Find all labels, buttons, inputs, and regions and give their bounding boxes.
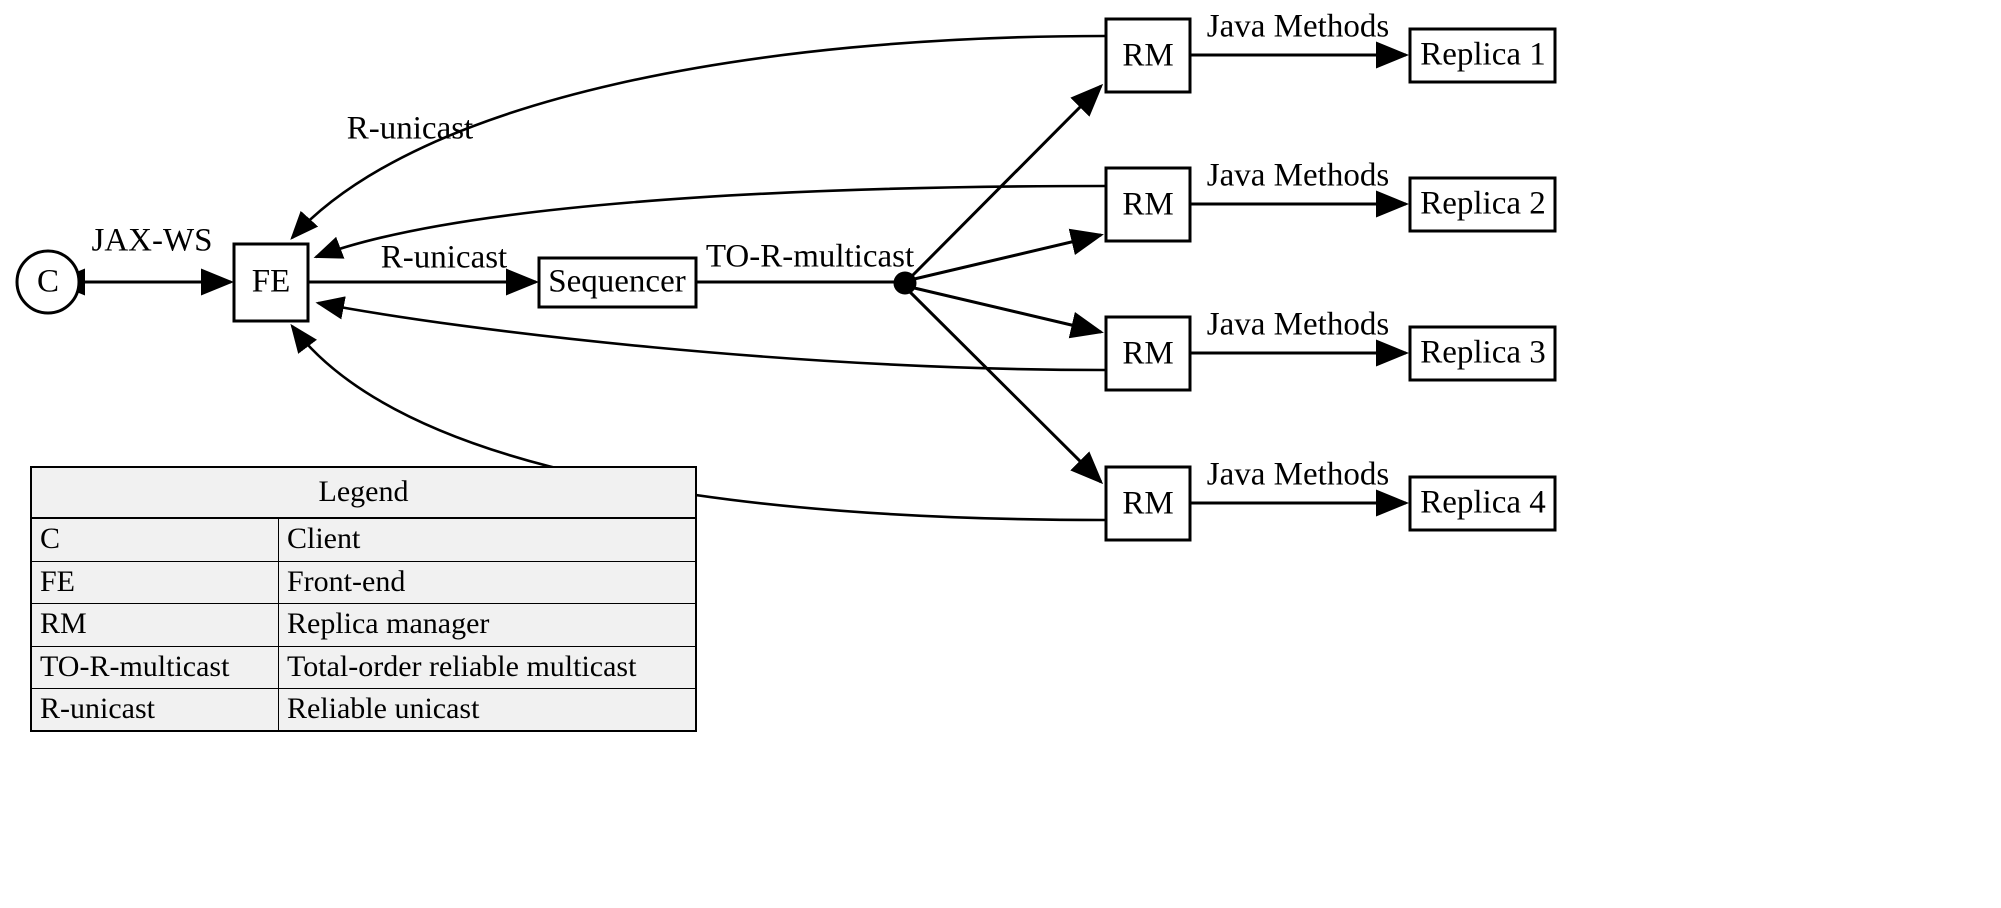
frontend-node-label: FE xyxy=(252,264,291,300)
client-node-label: C xyxy=(37,264,59,300)
edge-label-runicast-top: R-unicast xyxy=(347,111,473,147)
replica3-node[interactable] xyxy=(1408,325,1557,382)
edge-rm1-frontend-return xyxy=(290,34,1106,240)
replica3-node-label: Replica 3 xyxy=(1420,335,1546,371)
multicast-hub-dot xyxy=(893,271,917,295)
rm4-node[interactable] xyxy=(1104,465,1192,542)
edge-label-java-methods-2: Java Methods xyxy=(1207,158,1389,194)
legend-desc: Client xyxy=(278,517,697,562)
legend-title: Legend xyxy=(30,466,697,520)
legend-abbr: C xyxy=(30,517,279,562)
edge-hub-rm3 xyxy=(909,285,1104,339)
replica1-node-label: Replica 1 xyxy=(1420,37,1546,73)
rm4-node-label: RM xyxy=(1122,486,1173,522)
legend-row: TO-R-multicast Total-order reliable mult… xyxy=(30,645,697,689)
legend-row: R-unicast Reliable unicast xyxy=(30,687,697,732)
replica2-node-label: Replica 2 xyxy=(1420,186,1546,222)
edge-hub-rm2 xyxy=(909,228,1104,282)
edge-rm3-frontend-return xyxy=(315,296,1106,372)
sequencer-node[interactable] xyxy=(537,256,698,309)
legend-abbr: RM xyxy=(30,603,279,647)
sequencer-node-label: Sequencer xyxy=(548,264,685,300)
replica4-node[interactable] xyxy=(1408,475,1557,532)
legend-row: RM Replica manager xyxy=(30,603,697,647)
legend-desc: Front-end xyxy=(278,560,697,605)
rm1-node-label: RM xyxy=(1122,38,1173,74)
replica1-node[interactable] xyxy=(1408,27,1557,84)
edge-hub-rm1 xyxy=(906,83,1104,282)
edge-label-java-methods-1: Java Methods xyxy=(1207,9,1389,45)
rm2-node-label: RM xyxy=(1122,187,1173,223)
rm1-node[interactable] xyxy=(1104,17,1192,94)
rm3-node[interactable] xyxy=(1104,315,1192,392)
legend-desc: Replica manager xyxy=(278,603,697,647)
legend-desc: Total-order reliable multicast xyxy=(278,645,697,689)
edge-label-to-r-multicast: TO-R-multicast xyxy=(706,239,914,275)
legend-row: FE Front-end xyxy=(30,560,697,605)
rm3-node-label: RM xyxy=(1122,336,1173,372)
legend-body: C Client FE Front-end RM Replica manager… xyxy=(30,517,697,732)
legend-table: Legend C Client FE Front-end RM Replica … xyxy=(30,466,697,733)
edge-label-java-methods-4: Java Methods xyxy=(1207,457,1389,493)
legend-desc: Reliable unicast xyxy=(278,687,697,732)
legend-abbr: FE xyxy=(30,560,279,605)
rm2-node[interactable] xyxy=(1104,166,1192,243)
edge-hub-rm4 xyxy=(906,288,1104,485)
client-node[interactable] xyxy=(15,249,81,315)
edge-rm2-frontend-return xyxy=(313,184,1106,259)
legend-abbr: R-unicast xyxy=(30,687,279,732)
replica4-node-label: Replica 4 xyxy=(1420,485,1546,521)
edge-label-jaxws: JAX-WS xyxy=(92,223,213,259)
edge-label-java-methods-3: Java Methods xyxy=(1207,307,1389,343)
legend-row: C Client xyxy=(30,517,697,562)
legend-abbr: TO-R-multicast xyxy=(30,645,279,689)
edge-label-runicast-mid: R-unicast xyxy=(381,240,507,276)
replica2-node[interactable] xyxy=(1408,176,1557,233)
frontend-node[interactable] xyxy=(232,242,310,323)
legend-title-row: Legend xyxy=(30,466,697,520)
